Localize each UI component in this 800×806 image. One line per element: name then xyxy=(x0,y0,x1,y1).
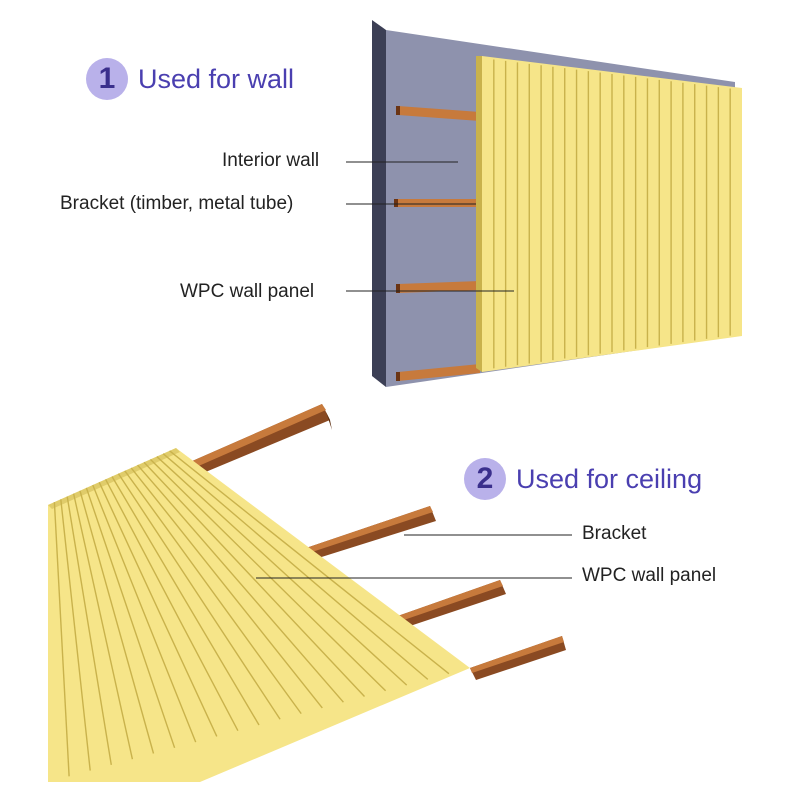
wall-bracket xyxy=(398,106,480,121)
ceiling-panel-groove xyxy=(79,490,155,754)
ceiling-panel-groove xyxy=(162,453,429,680)
ceiling-panel-groove xyxy=(60,499,91,771)
step-title: Used for ceiling xyxy=(516,463,703,494)
ceiling-panel-groove xyxy=(169,450,450,675)
ceiling-bracket-top xyxy=(392,580,503,623)
ceiling-panel-groove xyxy=(98,481,218,737)
ceiling-bracket-top xyxy=(190,404,326,468)
wall-bracket-end xyxy=(396,372,400,381)
ceiling-panel-groove xyxy=(53,502,70,777)
ceiling-panel-groove xyxy=(143,461,366,697)
ceiling-bracket-top xyxy=(470,636,564,673)
ceiling-panel-groove xyxy=(130,467,323,709)
ceiling-panel xyxy=(48,448,470,782)
step-ceiling: 2 Used for ceiling xyxy=(464,458,702,500)
step-number-badge: 2 xyxy=(464,458,506,500)
ceiling-panel-grooves xyxy=(53,450,450,777)
label-wall-panel: WPC wall panel xyxy=(180,281,315,302)
ceiling-panel-groove xyxy=(92,484,197,743)
step-title: Used for wall xyxy=(138,63,295,94)
label-ceiling-bracket: Bracket xyxy=(582,523,647,544)
wall-panel-side xyxy=(476,56,482,372)
ceiling-panel-groove xyxy=(66,496,112,766)
ceiling-panel-groove xyxy=(104,479,239,732)
step-wall: 1 Used for wall xyxy=(86,58,294,100)
wall-brackets xyxy=(394,106,480,381)
wall-bracket-end xyxy=(396,284,400,293)
ceiling-panel-groove xyxy=(149,458,387,692)
ceiling-panel-groove xyxy=(124,470,302,715)
wall-illustration xyxy=(346,20,742,387)
label-wall-bracket: Bracket (timber, metal tube) xyxy=(60,193,294,214)
wall-bracket xyxy=(398,364,480,381)
wall-bracket-end xyxy=(396,106,400,115)
wall-bracket xyxy=(396,199,480,207)
label-interior-wall: Interior wall xyxy=(222,150,320,171)
ceiling-panel-groove xyxy=(111,476,260,726)
wall-bracket xyxy=(398,281,480,293)
label-ceiling-panel: WPC wall panel xyxy=(582,565,717,586)
ceiling-panel-groove xyxy=(156,456,408,686)
ceiling-illustration xyxy=(48,404,572,782)
ceiling-brackets xyxy=(54,404,566,760)
ceiling-panel-groove xyxy=(137,464,344,703)
ceiling-panel-groove xyxy=(117,473,281,720)
wall-panel-grooves xyxy=(493,59,731,369)
step-number-badge: 1 xyxy=(86,58,128,100)
ceiling-bracket-top xyxy=(306,506,433,553)
ceiling-panel-groove xyxy=(85,487,176,749)
ceiling-panel-groove xyxy=(72,493,134,760)
wall-bracket-end xyxy=(394,199,398,207)
